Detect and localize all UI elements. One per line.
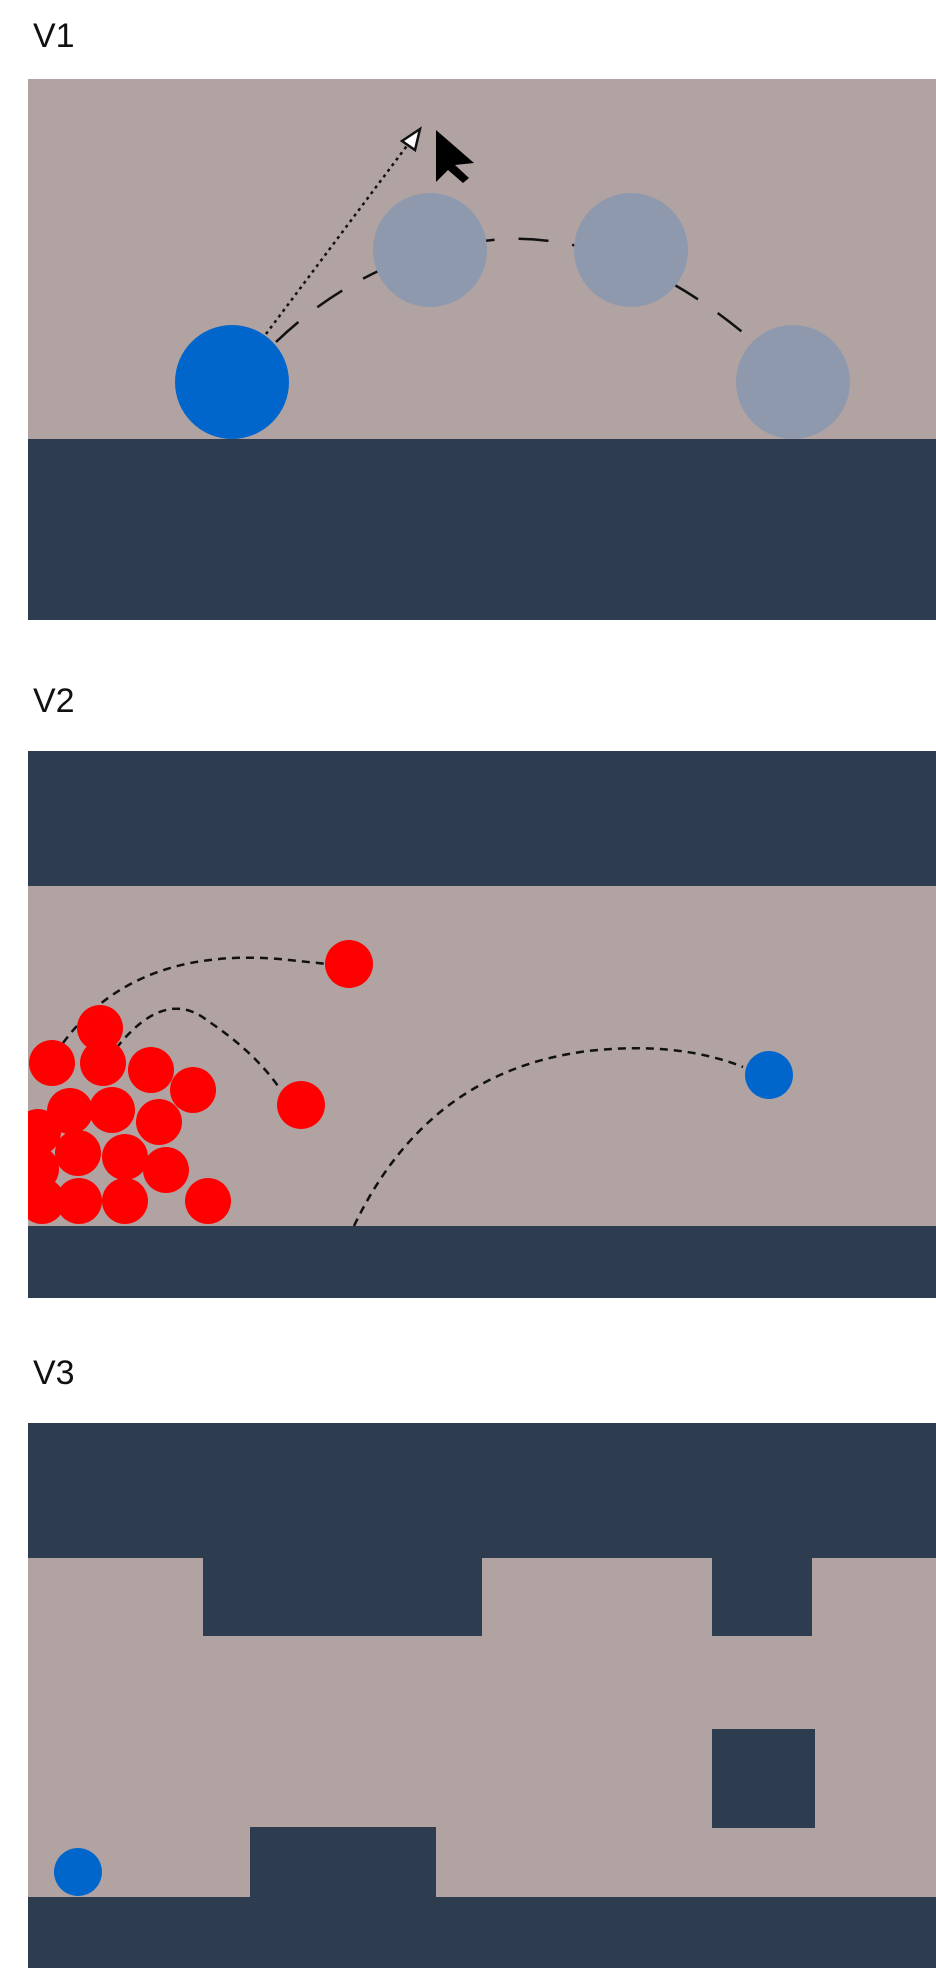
- enemy-ball: [55, 1130, 101, 1176]
- mouse-pointer-icon: [436, 130, 474, 183]
- enemy-ball: [128, 1047, 174, 1093]
- enemy-ball: [29, 1040, 75, 1086]
- enemy-trajectory-2: [98, 1007, 280, 1087]
- enemy-ball: [77, 1005, 123, 1051]
- scene-v2: [28, 751, 936, 1298]
- enemy-ball: [28, 1178, 65, 1224]
- enemy-ball: [143, 1147, 189, 1193]
- ghost-ball-3: [736, 325, 850, 439]
- enemy-ball: [136, 1099, 182, 1145]
- floating-block: [712, 1729, 815, 1828]
- enemy-ball: [56, 1178, 102, 1224]
- floor: [28, 1226, 936, 1298]
- aim-arrowhead: [399, 126, 422, 153]
- player-ball: [54, 1848, 102, 1896]
- enemy-ball-flying-1: [325, 940, 373, 988]
- scene-v3: [28, 1423, 936, 1968]
- player-trajectory: [352, 1047, 744, 1227]
- player-ball: [175, 325, 289, 439]
- ceiling-block-1: [203, 1557, 482, 1636]
- floor-block: [250, 1827, 436, 1903]
- ghost-ball-1: [373, 193, 487, 307]
- ceiling: [28, 751, 936, 886]
- ghost-ball-2: [574, 193, 688, 307]
- panel-label-v3: V3: [33, 1354, 75, 1392]
- enemy-ball: [102, 1134, 148, 1180]
- player-ball: [745, 1051, 793, 1099]
- enemy-ball: [28, 1109, 61, 1155]
- panel-v2: [28, 751, 936, 1298]
- panel-label-v2: V2: [33, 682, 75, 720]
- ceiling: [28, 1423, 936, 1558]
- floor: [28, 1897, 936, 1968]
- enemy-ball: [80, 1040, 126, 1086]
- enemy-ball: [89, 1087, 135, 1133]
- aim-arrow-line: [264, 138, 414, 335]
- ceiling-block-2: [712, 1557, 812, 1636]
- panel-v3: [28, 1423, 936, 1968]
- floor: [28, 439, 936, 620]
- enemy-cluster: [28, 1005, 231, 1224]
- scene-v1: [28, 79, 936, 620]
- panel-v1: [28, 79, 936, 620]
- enemy-ball: [102, 1178, 148, 1224]
- enemy-ball: [185, 1178, 231, 1224]
- enemy-ball-flying-2: [277, 1081, 325, 1129]
- enemy-ball: [170, 1067, 216, 1113]
- panel-label-v1: V1: [33, 17, 75, 55]
